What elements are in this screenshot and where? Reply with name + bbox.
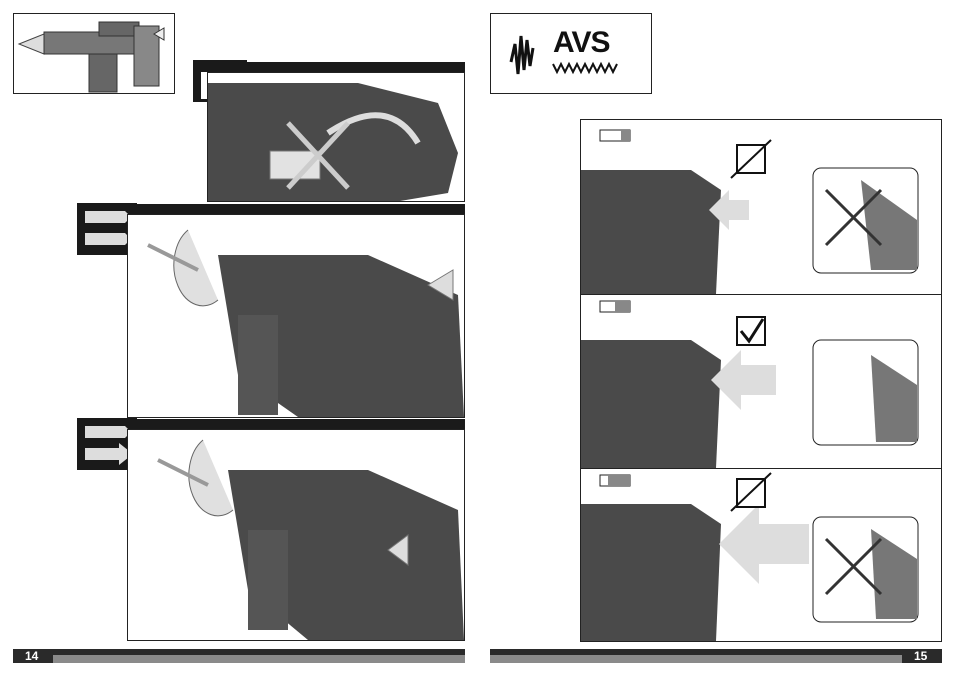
panel-2 xyxy=(127,214,465,418)
panel-3-header xyxy=(127,419,465,429)
tool-overview-frame xyxy=(13,13,175,94)
panel-3 xyxy=(127,429,465,641)
left-footer-grey-band xyxy=(53,655,465,663)
tool-overview-image xyxy=(14,14,174,93)
logo-text: AVS xyxy=(553,26,609,60)
right-footer-grey-band xyxy=(490,655,902,663)
panel-1 xyxy=(207,72,465,202)
row-3 xyxy=(581,469,941,641)
pressure-panel xyxy=(580,119,942,642)
left-page-footer: 14 xyxy=(13,649,465,663)
left-page-number: 14 xyxy=(25,649,38,663)
row-2 xyxy=(581,295,941,469)
panel-2-header xyxy=(127,204,465,214)
right-page-footer: 15 xyxy=(490,649,942,663)
logo-frame: AVS xyxy=(490,13,652,94)
row-1 xyxy=(581,120,941,295)
right-page-number: 15 xyxy=(914,649,927,663)
